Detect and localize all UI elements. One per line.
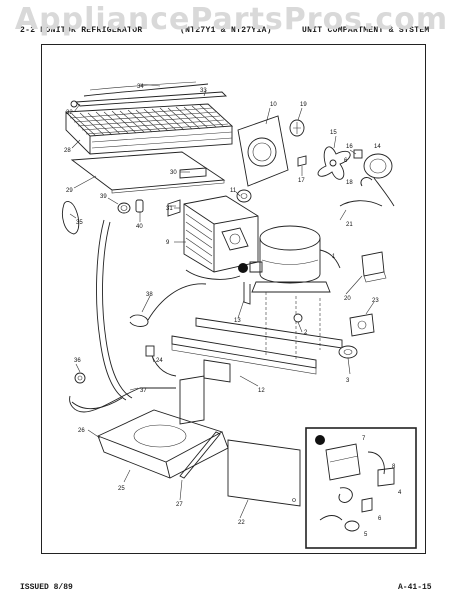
electrical-parts [349,251,387,337]
callout-8: 8 [392,464,396,470]
callout-3: 3 [346,378,350,384]
callout-14: 14 [374,144,381,150]
header-section-title: UNIT COMPARTMENT & SYSTEM [302,26,430,35]
callout-labels: 34 33 32 28 29 30 10 19 17 15 16 6 14 18… [64,84,402,538]
callout-7: 7 [362,436,366,442]
callout-9: 9 [166,240,170,246]
base-rails [171,282,358,383]
callout-19: 19 [300,102,307,108]
header-model-title: 2-2 MONITOR REFRIGERATOR [20,26,143,35]
callout-27: 27 [176,502,183,508]
callout-38: 38 [146,292,153,298]
callout-33: 33 [200,88,207,94]
callout-22: 22 [238,520,245,526]
callout-40: 40 [136,224,143,230]
callout-6-inset: 6 [378,516,382,522]
callout-21: 21 [346,222,353,228]
callout-36: 36 [74,358,81,364]
callout-25: 25 [118,486,125,492]
callout-23: 23 [372,298,379,304]
callout-20: 20 [344,296,351,302]
fan-motor [317,146,395,207]
callout-30: 30 [170,170,177,176]
callout-12: 12 [258,388,265,394]
callout-28: 28 [64,148,71,154]
callout-18: 18 [346,180,353,186]
callout-37: 37 [140,388,147,394]
footer-issued: ISSUED 8/89 [20,583,73,592]
footer-page-code: A-41-15 [398,583,432,592]
callout-2: 2 [304,330,308,336]
condenser-fan-box [167,189,259,280]
rear-panel [227,439,301,507]
condenser-coil [64,81,234,155]
callout-10: 10 [270,102,277,108]
strip-27 [179,431,221,479]
callout-26: 26 [78,428,85,434]
callout-17: 17 [298,178,305,184]
callout-15: 15 [330,130,337,136]
header-model-numbers: (NT27Y1 & NT27Y1A) [180,26,272,35]
inset-detail [305,427,417,549]
access-panel [179,375,205,425]
fan-shroud [237,115,307,187]
callout-5: 5 [364,532,368,538]
callout-32: 32 [66,110,73,116]
callout-11: 11 [230,188,237,194]
callout-29: 29 [66,188,73,194]
callout-16: 16 [346,144,353,150]
callout-24: 24 [156,358,163,364]
compressor [238,225,341,293]
diagram-frame [41,44,426,554]
callout-31: 31 [166,206,173,212]
callout-1: 1 [332,254,336,260]
callout-6-upper: 6 [344,158,348,164]
wire-harness [129,283,207,377]
drain-pan [96,409,229,479]
callout-39: 39 [100,194,107,200]
leader-lines [69,83,375,519]
callout-35: 35 [76,220,83,226]
callout-34: 34 [137,84,144,90]
water-tube [69,372,176,413]
drain-parts [62,199,144,401]
callout-4: 4 [398,490,402,496]
drip-tray [70,151,226,194]
callout-13: 13 [234,318,241,324]
